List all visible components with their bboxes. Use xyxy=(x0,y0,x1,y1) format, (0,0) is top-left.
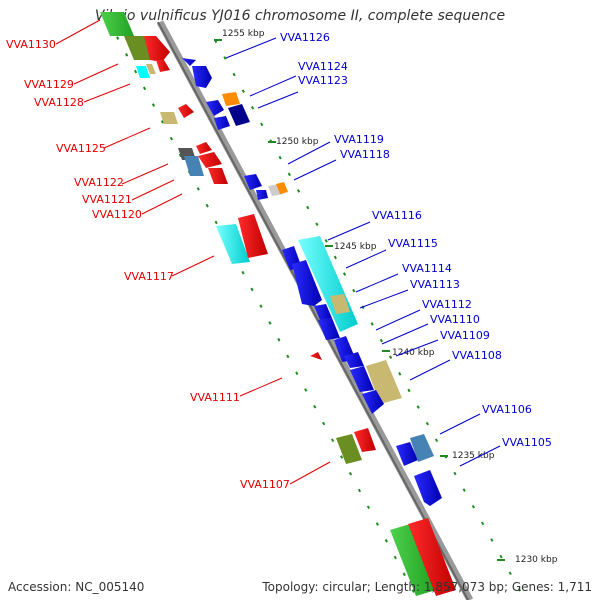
gene-arrow xyxy=(244,174,262,190)
gene-arrow xyxy=(362,390,384,414)
gene-features-right xyxy=(182,58,442,506)
gene-block xyxy=(228,104,250,126)
gene-label: VVA1120 xyxy=(92,208,142,221)
gene-label: VVA1129 xyxy=(24,78,74,91)
gene-label: VVA1124 xyxy=(298,60,348,73)
gene-arrow xyxy=(238,214,268,258)
gene-label: VVA1107 xyxy=(240,478,290,491)
gene-block xyxy=(146,64,156,74)
gene-arrow xyxy=(256,190,268,200)
gene-label: VVA1106 xyxy=(482,403,532,416)
gene-label: VVA1123 xyxy=(298,74,348,87)
gene-labels-right: VVA1126 VVA1124 VVA1123 VVA1119 VVA1118 … xyxy=(280,31,552,449)
gene-label: VVA1114 xyxy=(402,262,452,275)
gene-block xyxy=(100,12,134,36)
kbp-label: 1250 kbp xyxy=(276,137,319,147)
gene-block xyxy=(216,224,250,264)
map-title: Vibrio vulnificus YJ016 chromosome II, c… xyxy=(94,8,506,24)
kbp-label: 1235 kbp xyxy=(452,451,495,461)
gene-label: VVA1105 xyxy=(502,436,552,449)
leader-lines-right xyxy=(225,37,501,467)
accession-label: Accession: NC_005140 xyxy=(8,580,145,594)
gene-arrow xyxy=(408,518,456,596)
gene-arrow xyxy=(314,304,332,320)
gene-block xyxy=(160,112,178,124)
tick-track xyxy=(107,19,526,600)
kbp-label: 1255 kbp xyxy=(222,29,265,39)
topology-label: Topology: circular; Length: 1,857,073 bp… xyxy=(262,580,592,594)
gene-label: VVA1117 xyxy=(124,270,174,283)
gene-label: VVA1112 xyxy=(422,298,472,311)
gene-block xyxy=(366,360,402,404)
gene-arrow xyxy=(144,36,170,62)
gene-arrow xyxy=(344,352,364,368)
gene-label: VVA1122 xyxy=(74,176,124,189)
gene-block xyxy=(136,66,150,78)
gene-block xyxy=(390,524,436,596)
gene-arrow xyxy=(350,366,374,392)
gene-label: VVA1130 xyxy=(6,38,56,51)
gene-label: VVA1115 xyxy=(388,237,438,250)
kbp-markers: 1255 kbp 1250 kbp 1245 kbp 1240 kbp 1235… xyxy=(214,29,558,565)
gene-arrow xyxy=(156,60,170,72)
gene-arrow xyxy=(396,442,418,466)
gene-label: VVA1111 xyxy=(190,391,240,404)
gene-block xyxy=(276,182,288,194)
gene-label: VVA1121 xyxy=(82,193,132,206)
gene-arrow xyxy=(414,470,442,506)
gene-arrow xyxy=(208,168,228,184)
gene-label: VVA1125 xyxy=(56,142,106,155)
gene-arrow xyxy=(198,152,222,168)
gene-label: VVA1116 xyxy=(372,209,422,222)
kbp-label: 1240 kbp xyxy=(392,348,435,358)
gene-block xyxy=(330,294,350,314)
gene-arrow xyxy=(214,116,230,130)
gene-arrow xyxy=(354,428,376,452)
gene-arrow xyxy=(182,58,196,66)
gene-label: VVA1128 xyxy=(34,96,84,109)
gene-arrow xyxy=(192,66,212,88)
gene-label: VVA1119 xyxy=(334,133,384,146)
gene-arrow xyxy=(196,142,212,154)
gene-arrow xyxy=(178,104,194,118)
chromosome-backbone xyxy=(156,20,474,600)
gene-block xyxy=(410,434,434,462)
gene-label: VVA1126 xyxy=(280,31,330,44)
gene-block xyxy=(222,92,240,106)
gene-features-left xyxy=(100,12,456,596)
gene-label: VVA1110 xyxy=(430,313,480,326)
gene-arrow xyxy=(318,318,340,340)
gene-labels-left: VVA1130 VVA1129 VVA1128 VVA1125 VVA1122 … xyxy=(6,38,290,491)
gene-arrow xyxy=(310,352,322,360)
gene-block xyxy=(184,156,204,176)
gene-label: VVA1108 xyxy=(452,349,502,362)
leader-lines-left xyxy=(55,19,331,485)
gene-label: VVA1113 xyxy=(410,278,460,291)
gene-label: VVA1118 xyxy=(340,148,390,161)
gene-arrow xyxy=(206,100,224,116)
gene-label: VVA1109 xyxy=(440,329,490,342)
gene-block xyxy=(336,434,362,464)
gene-arrow xyxy=(292,260,322,306)
kbp-label: 1230 kbp xyxy=(515,555,558,565)
kbp-label: 1245 kbp xyxy=(334,242,377,252)
